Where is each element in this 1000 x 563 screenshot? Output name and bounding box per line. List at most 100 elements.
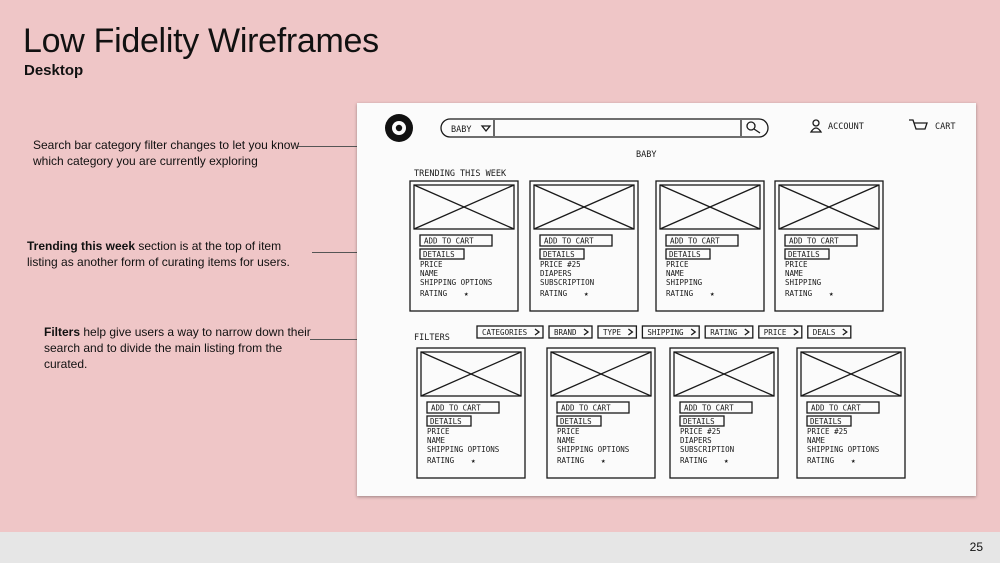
chevron-right-icon <box>628 328 634 336</box>
chevron-right-icon <box>583 328 590 336</box>
search-category-label[interactable]: BABY <box>451 125 471 135</box>
filter-chip-frame <box>704 325 754 339</box>
search-icon[interactable] <box>746 121 756 131</box>
filter-chip-label[interactable]: TYPE <box>603 328 622 337</box>
cart-icon[interactable] <box>909 119 928 130</box>
wireframe-drawing: BABY ACCOUNT CART BABY TRENDING THIS WEE… <box>385 114 955 479</box>
card-info-line: NAME <box>420 269 439 278</box>
annotation-search: Search bar category filter changes to le… <box>33 137 308 169</box>
filter-chip-brand[interactable]: BRAND <box>548 325 593 339</box>
add-to-cart-button[interactable] <box>679 401 753 414</box>
details-button[interactable] <box>665 248 711 260</box>
add-to-cart-label[interactable]: ADD TO CART <box>431 404 481 413</box>
add-to-cart-button[interactable] <box>539 234 613 247</box>
filter-chip-type[interactable]: TYPE <box>597 325 638 339</box>
filter-chip-rating[interactable]: RATING <box>704 325 754 339</box>
filter-chip-label[interactable]: DEALS <box>813 328 836 337</box>
details-label[interactable]: DETAILS <box>669 250 701 259</box>
details-label[interactable]: DETAILS <box>788 250 820 259</box>
details-label[interactable]: DETAILS <box>810 417 842 426</box>
filter-chip-label[interactable]: SHIPPING <box>647 328 684 337</box>
star-icon: ★ <box>584 289 589 298</box>
details-label[interactable]: DETAILS <box>423 250 455 259</box>
add-to-cart-label[interactable]: ADD TO CART <box>789 237 839 246</box>
add-to-cart-button[interactable] <box>784 234 858 247</box>
image-placeholder <box>673 351 775 397</box>
logo-icon-center <box>395 124 403 132</box>
details-button[interactable] <box>556 415 602 427</box>
page-number: 25 <box>969 540 983 554</box>
details-button[interactable] <box>419 248 465 260</box>
details-label[interactable]: DETAILS <box>683 417 715 426</box>
image-placeholder <box>550 351 652 397</box>
details-label[interactable]: DETAILS <box>543 250 575 259</box>
cart-link[interactable]: CART <box>935 122 955 132</box>
product-card[interactable]: ADD TO CARTDETAILSPRICENAMESHIPPINGRATIN… <box>774 180 884 312</box>
filter-chip-frame <box>597 325 638 339</box>
card-info-line: DIAPERS <box>680 436 712 445</box>
card-info-line: PRICE <box>427 427 450 436</box>
card-info-line: PRICE #25 <box>540 260 581 269</box>
slide-subtitle: Desktop <box>24 62 84 79</box>
rating-label: RATING <box>666 289 694 298</box>
chevron-down-icon[interactable] <box>480 125 492 133</box>
product-card-frame <box>529 180 639 312</box>
card-info-line: PRICE <box>666 260 689 269</box>
filter-chip-price[interactable]: PRICE <box>758 325 803 339</box>
add-to-cart-label[interactable]: ADD TO CART <box>684 404 734 413</box>
add-to-cart-label[interactable]: ADD TO CART <box>670 237 720 246</box>
annotation-bold: Trending this week <box>27 239 136 253</box>
details-label[interactable]: DETAILS <box>560 417 592 426</box>
add-to-cart-label[interactable]: ADD TO CART <box>561 404 611 413</box>
product-card[interactable]: ADD TO CARTDETAILSPRICENAMESHIPPINGRATIN… <box>655 180 765 312</box>
add-to-cart-button[interactable] <box>665 234 739 247</box>
add-to-cart-button[interactable] <box>426 401 500 414</box>
card-info-line: NAME <box>785 269 804 278</box>
add-to-cart-button[interactable] <box>806 401 880 414</box>
star-icon: ★ <box>601 456 606 465</box>
add-to-cart-button[interactable] <box>556 401 630 414</box>
annotation-filters: Filters help give users a way to narrow … <box>44 324 314 372</box>
filter-chip-deals[interactable]: DEALS <box>807 325 852 339</box>
details-button[interactable] <box>539 248 585 260</box>
filter-chip-label[interactable]: PRICE <box>764 328 787 337</box>
filter-chip-label[interactable]: RATING <box>710 328 738 337</box>
image-placeholder-cross <box>778 184 880 230</box>
rating-label: RATING <box>807 456 835 465</box>
filter-chip-label[interactable]: BRAND <box>554 328 577 337</box>
product-card-frame <box>416 347 526 479</box>
details-button[interactable] <box>784 248 830 260</box>
annotation-text: Search bar category filter changes to le… <box>33 138 300 168</box>
chevron-right-icon <box>534 328 541 336</box>
add-to-cart-label[interactable]: ADD TO CART <box>424 237 474 246</box>
filter-chip-categories[interactable]: CATEGORIES <box>476 325 544 339</box>
add-to-cart-button[interactable] <box>419 234 493 247</box>
details-button[interactable] <box>806 415 852 427</box>
filter-chip-shipping[interactable]: SHIPPING <box>641 325 700 339</box>
filter-chip-label[interactable]: CATEGORIES <box>482 328 528 337</box>
account-link[interactable]: ACCOUNT <box>828 122 864 132</box>
card-info-line: PRICE #25 <box>807 427 848 436</box>
filters-label: FILTERS <box>414 333 450 343</box>
add-to-cart-label[interactable]: ADD TO CART <box>544 237 594 246</box>
card-info-line: SHIPPING OPTIONS <box>557 445 630 454</box>
details-button[interactable] <box>679 415 725 427</box>
search-bar[interactable] <box>440 118 769 138</box>
product-card-frame <box>409 180 519 312</box>
details-label[interactable]: DETAILS <box>430 417 462 426</box>
rating-label: RATING <box>557 456 585 465</box>
account-icon[interactable] <box>812 119 820 127</box>
add-to-cart-label[interactable]: ADD TO CART <box>811 404 861 413</box>
annotation-trending: Trending this week section is at the top… <box>27 238 312 270</box>
details-button[interactable] <box>426 415 472 427</box>
star-icon: ★ <box>851 456 856 465</box>
product-card-frame <box>774 180 884 312</box>
